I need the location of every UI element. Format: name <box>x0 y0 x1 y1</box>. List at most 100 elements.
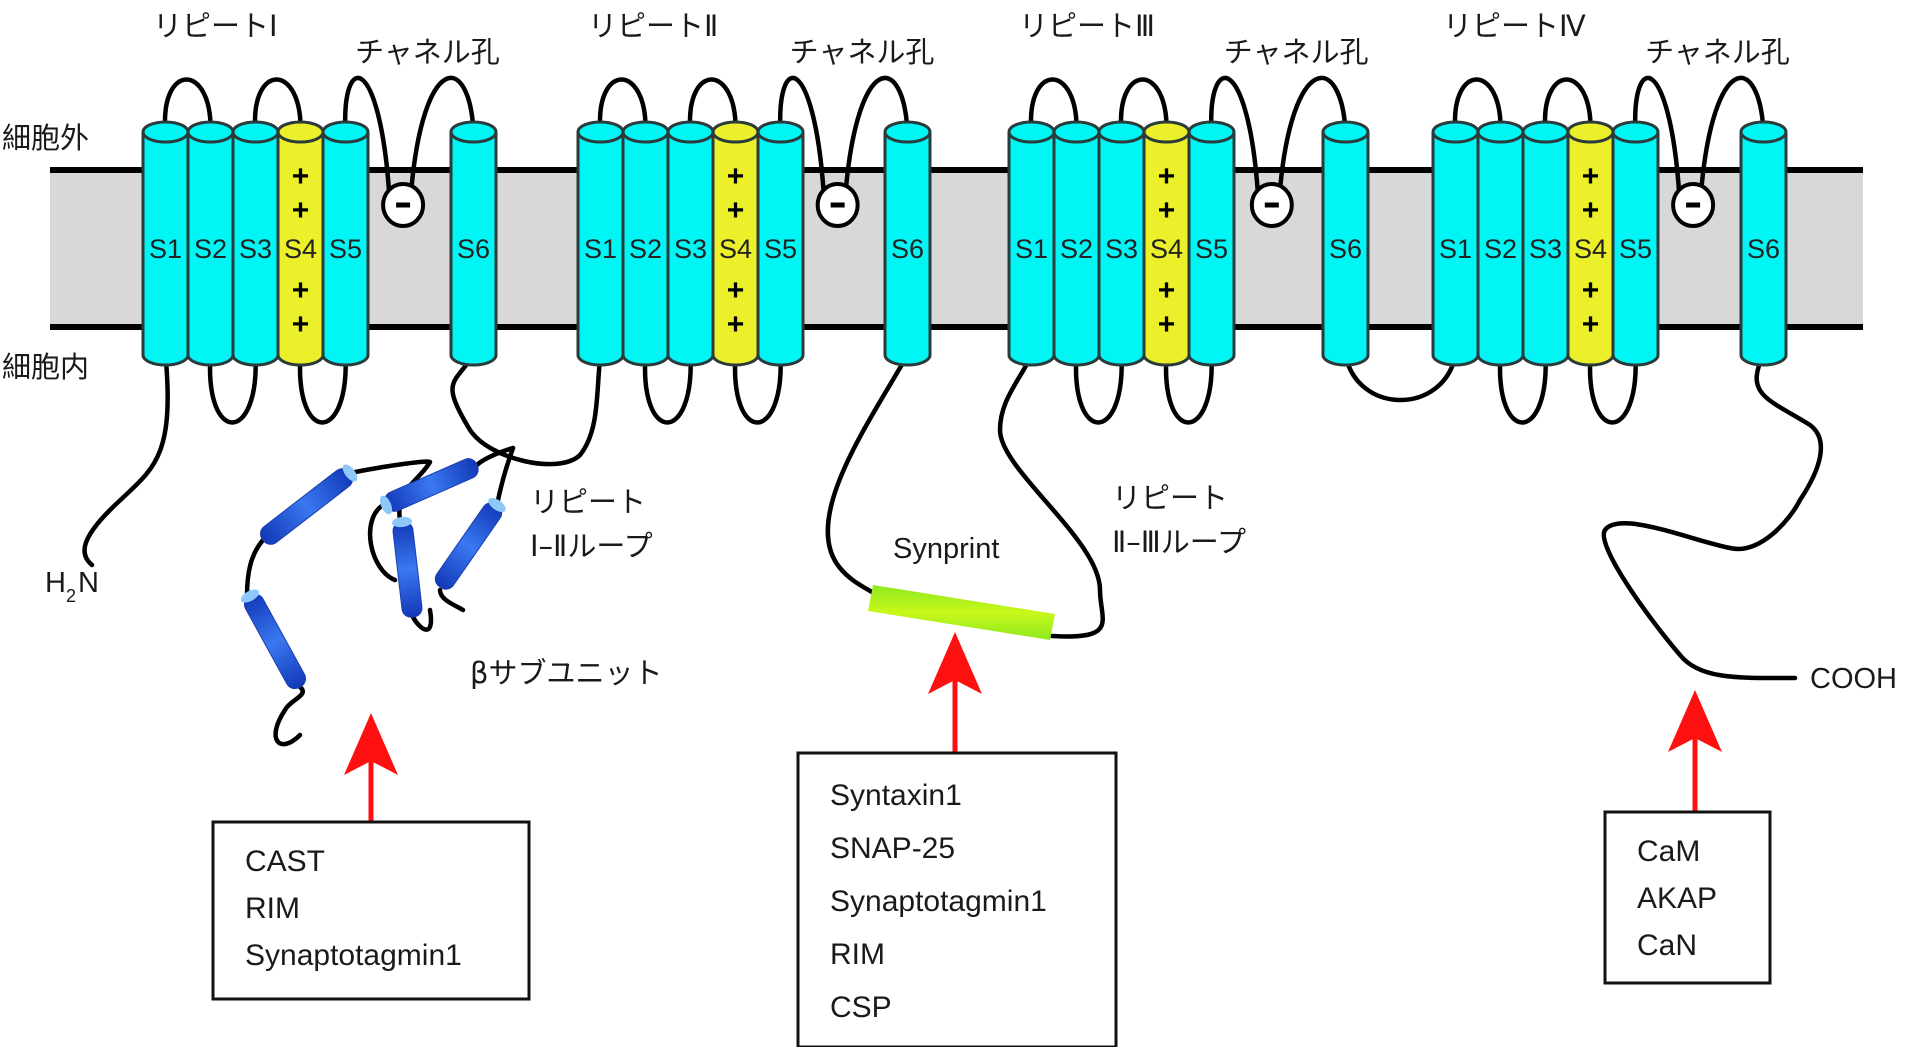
plus-charge-icon: + <box>727 160 745 193</box>
connecting-loop <box>82 352 170 568</box>
loop-line <box>1497 352 1548 425</box>
helix-top <box>621 120 670 144</box>
segment-label: S4 <box>1150 234 1183 264</box>
plus-charge-icon: + <box>1158 274 1176 307</box>
interaction-arrow-1 <box>344 713 398 822</box>
repeat-1-helix-s1: S1 <box>141 120 190 367</box>
loop-line <box>1632 75 1682 195</box>
helix-top <box>1521 120 1570 144</box>
loop-line <box>843 75 910 195</box>
segment-label: S6 <box>457 234 490 264</box>
helix-top <box>1566 120 1615 144</box>
repeat-1-helix-s2: S2 <box>186 120 235 367</box>
plus-charge-icon: + <box>292 308 310 341</box>
segment-label: S4 <box>719 234 752 264</box>
beta-linker <box>273 684 305 747</box>
loop-line <box>207 352 258 425</box>
repeat-4-helix-s3: S3 <box>1521 120 1570 367</box>
loop-line <box>1118 77 1169 135</box>
synprint-domain: Synprint <box>868 533 1055 640</box>
repeat-3-helix-s6: S6 <box>1321 120 1370 367</box>
helix-top <box>1007 120 1056 144</box>
segment-label: S3 <box>239 234 272 264</box>
interaction-arrow-2 <box>928 632 982 753</box>
beta-linker <box>410 607 434 632</box>
beta-linker <box>244 537 266 599</box>
repeat-4-pore-label: チャネル孔 <box>1645 35 1790 69</box>
connecting-loop <box>997 352 1105 639</box>
connecting-loop <box>825 352 910 595</box>
segment-label: S6 <box>1747 234 1780 264</box>
repeat-1-label: リピートⅠ <box>153 9 278 43</box>
intracellular-label: 細胞内 <box>2 350 89 384</box>
plus-charge-icon: + <box>727 274 745 307</box>
interaction-arrows <box>344 632 1722 822</box>
repeat-1-helix-s4: S4++++ <box>276 120 325 367</box>
helix-top <box>1052 120 1101 144</box>
helix-top <box>576 120 625 144</box>
segment-label: S1 <box>149 234 182 264</box>
loop-line <box>1698 75 1766 195</box>
segment-label: S5 <box>329 234 362 264</box>
helix-top <box>231 120 280 144</box>
plus-charge-icon: + <box>1158 160 1176 193</box>
repeat-2-pore-label: チャネル孔 <box>790 35 935 69</box>
loop-line <box>1542 77 1593 135</box>
beta-linker <box>437 587 466 613</box>
segment-label: S1 <box>1015 234 1048 264</box>
repeat-2-helix-s3: S3 <box>666 120 715 367</box>
segment-label: S1 <box>1439 234 1472 264</box>
plus-charge-icon: + <box>1582 274 1600 307</box>
helix-top <box>141 120 190 144</box>
c-terminus-label: COOH <box>1810 663 1897 695</box>
helix-top <box>321 120 370 144</box>
arrow-up-icon <box>928 632 982 694</box>
segment-label: S3 <box>1105 234 1138 264</box>
repeat-3-helix-s5: S5 <box>1187 120 1236 367</box>
repeat-1-helix-s5: S5 <box>321 120 370 367</box>
segment-label: S5 <box>1619 234 1652 264</box>
helix-cap <box>488 497 506 513</box>
beta-helix <box>240 589 307 690</box>
repeat-2-helix-s6: S6 <box>883 120 932 367</box>
segment-label: S3 <box>674 234 707 264</box>
repeat-2-helix-s2: S2 <box>621 120 670 367</box>
helix-cap <box>379 495 393 515</box>
plus-charge-icon: + <box>727 308 745 341</box>
repeat-3-helix-s4: S4++++ <box>1142 120 1191 367</box>
h-text: H <box>45 567 66 599</box>
interaction-partner: SNAP-25 <box>830 832 955 865</box>
segment-label: S6 <box>1329 234 1362 264</box>
connecting-loop <box>1601 352 1824 681</box>
helix-top <box>1611 120 1660 144</box>
repeat-4-helix-s4: S4++++ <box>1566 120 1615 367</box>
pore-negative-charge <box>1671 182 1716 228</box>
segment-label: S6 <box>891 234 924 264</box>
repeat-1-pore-label: チャネル孔 <box>355 35 500 69</box>
connecting-loop <box>450 352 603 467</box>
pore-negative-charge <box>815 182 860 228</box>
segment-label: S5 <box>1195 234 1228 264</box>
loop-line <box>642 352 693 425</box>
repeat-4-helix-s2: S2 <box>1476 120 1525 367</box>
loop-line <box>1208 75 1261 195</box>
plus-charge-icon: + <box>1158 194 1176 227</box>
beta-subunit <box>240 445 516 747</box>
repeat-1-helix-s3: S3 <box>231 120 280 367</box>
beta-helix <box>260 464 358 545</box>
segment-label: S2 <box>629 234 662 264</box>
connecting-loop <box>1343 352 1458 403</box>
repeat-2-helix-s1: S1 <box>576 120 625 367</box>
loop-line <box>297 352 348 425</box>
loop-line <box>342 75 392 195</box>
loop-I-II-label-line2: Ⅰ–Ⅱループ <box>530 529 653 563</box>
beta-helix <box>379 458 479 515</box>
plus-charge-icon: + <box>1582 194 1600 227</box>
plus-charge-icon: + <box>292 160 310 193</box>
interaction-boxes: CASTRIMSynaptotagmin1Syntaxin1SNAP-25Syn… <box>211 751 1772 1047</box>
interaction-partner: RIM <box>245 892 300 925</box>
n-text: N <box>78 567 99 599</box>
beta-subunit-label: βサブユニット <box>470 656 663 690</box>
helix-top <box>1431 120 1480 144</box>
